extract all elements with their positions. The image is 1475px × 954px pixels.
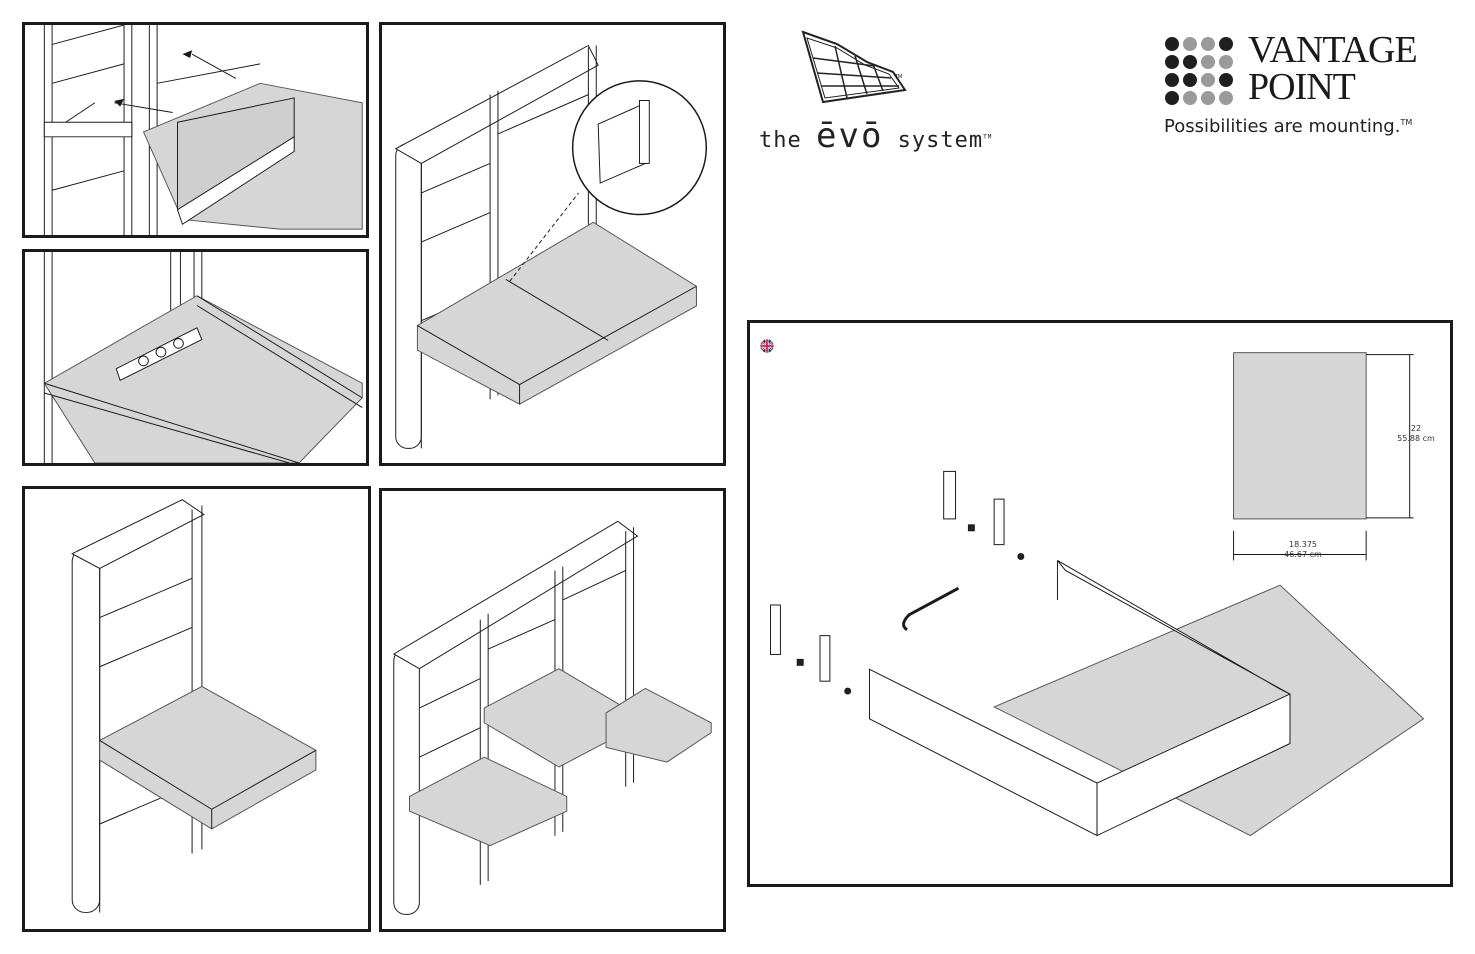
bracket-detail-illustration [394, 44, 708, 449]
svg-text:TM: TM [895, 74, 902, 80]
uk-flag-icon[interactable] [760, 339, 774, 353]
evo-wordmark: the ēvō systemTM [759, 116, 992, 156]
company-tagline: Possibilities are mounting.TM [1164, 116, 1412, 137]
evo-tm: TM [983, 133, 993, 141]
slide-shelf-illustration [43, 25, 363, 235]
tagline-tm: TM [1400, 118, 1413, 127]
evo-prefix: the [759, 128, 802, 153]
shelf-width-in: 18.375 [1289, 540, 1317, 549]
step-panel-bracket-detail [379, 22, 726, 466]
parts-exploded-illustration [770, 352, 1425, 837]
shelf-depth-cm: 55.88 cm [1397, 434, 1435, 443]
step-panel-slide-shelf [22, 22, 369, 238]
single-shelf-illustration [71, 499, 317, 913]
company-name-line2: POINT [1248, 66, 1356, 108]
shelf-depth-in: 22 [1410, 424, 1422, 433]
shelf-width-cm: 46.67 cm [1284, 550, 1322, 559]
step-panel-multiple-shelves [379, 488, 726, 932]
parts-and-dimensions-panel [747, 320, 1453, 887]
shelf-depth-label: 22 55.88 cm [1394, 424, 1438, 444]
evo-suffix: system [897, 128, 984, 153]
tagline-text: Possibilities are mounting. [1164, 116, 1401, 137]
step-panel-single-shelf [22, 486, 371, 932]
dot-grid-icon [1165, 37, 1233, 105]
company-name: VANTAGE POINT [1248, 29, 1418, 108]
company-name-line1: VANTAGE [1248, 29, 1418, 71]
evo-tile-icon: TM [801, 30, 907, 104]
multiple-shelves-illustration [392, 520, 712, 915]
evo-system-logo: TM the ēvō systemTM [755, 28, 995, 156]
shelf-width-label: 18.375 46.67 cm [1278, 540, 1328, 560]
level-check-illustration [43, 252, 363, 463]
vantage-point-logo: VANTAGE POINT Possibilities are mounting… [1160, 29, 1460, 144]
step-panel-level-check [22, 249, 369, 466]
evo-name: ēvō [816, 116, 884, 156]
